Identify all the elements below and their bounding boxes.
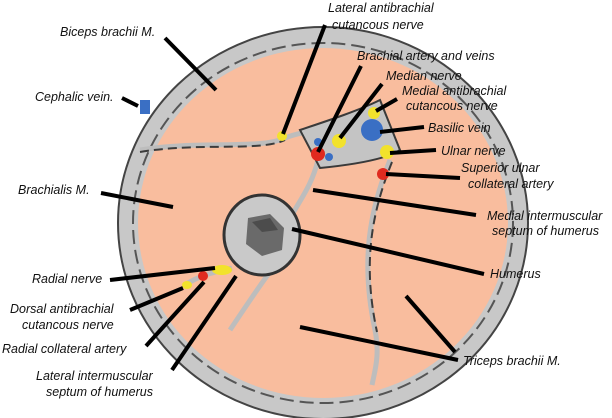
label-superior-ulnar-1: Superior ulnar	[461, 161, 540, 175]
skin-inner-edge	[132, 42, 514, 404]
leader-brachialis	[100, 191, 174, 209]
label-brachialis: Brachialis M.	[18, 183, 90, 197]
leader-triceps-2	[404, 294, 457, 354]
radial-collateral-artery-dot	[198, 271, 208, 281]
medial-compartment-line	[365, 159, 393, 386]
label-med-antibrachial-2: cutancous nerve	[406, 99, 498, 113]
humerus-marrow-dark	[252, 218, 278, 232]
leader-triceps-1	[299, 325, 459, 362]
radial-nerve-dot	[212, 265, 232, 275]
leader-medial-septum	[312, 188, 477, 217]
leader-median	[338, 82, 384, 140]
leader-ulnar	[389, 148, 437, 155]
label-cephalic-vein: Cephalic vein.	[35, 90, 114, 104]
leader-basilic	[379, 125, 425, 134]
leader-humerus	[291, 227, 485, 276]
label-radial-collateral: Radial collateral artery	[2, 342, 127, 356]
label-lat-antibrachial-2: cutancous nerve	[332, 18, 424, 32]
label-superior-ulnar-2: collateral artery	[468, 177, 554, 191]
label-radial-nerve: Radial nerve	[32, 272, 102, 286]
ulnar-nerve-dot	[380, 145, 394, 159]
cephalic-vein-dot	[140, 100, 150, 114]
leader-radial-nerve	[109, 266, 216, 282]
muscle-area	[138, 48, 508, 398]
label-humerus: Humerus	[490, 267, 541, 281]
label-ulnar-nerve: Ulnar nerve	[441, 144, 506, 158]
leader-radial-collateral	[144, 280, 206, 348]
label-biceps: Biceps brachii M.	[60, 25, 155, 39]
leader-dorsal-antibrachial	[129, 286, 184, 312]
leader-cephalic	[121, 96, 139, 108]
leader-biceps	[163, 36, 218, 92]
leader-superior-ulnar	[385, 172, 461, 180]
label-medial-septum-2: septum of humerus	[492, 224, 599, 238]
dorsal-antibrachial-nerve-dot	[182, 281, 192, 289]
label-basilic-vein: Basilic vein	[428, 121, 491, 135]
label-dorsal-antibrachial-2: cutancous nerve	[22, 318, 114, 332]
basilic-vein-dot	[361, 119, 383, 141]
leader-brachial-artery	[316, 65, 363, 153]
leader-lat-septum	[170, 274, 238, 372]
leader-med-antibrachial	[375, 97, 398, 113]
label-triceps: Triceps brachii M.	[463, 354, 561, 368]
label-med-antibrachial-1: Medial antibrachial	[402, 84, 507, 98]
label-lat-antibrachial-1: Lateral antibrachial	[328, 1, 435, 15]
biceps-brachialis-septum-edge	[139, 139, 286, 153]
label-median-nerve: Median nerve	[386, 69, 462, 83]
label-lateral-septum-1: Lateral intermuscular	[36, 369, 154, 383]
medial-compartment-line-edge	[368, 161, 393, 333]
label-dorsal-antibrachial-1: Dorsal antibrachial	[10, 302, 115, 316]
label-lateral-septum-2: septum of humerus	[46, 385, 153, 399]
superior-ulnar-artery-dot	[377, 168, 389, 180]
brachial-vein-dot-2	[325, 153, 333, 161]
leader-lat-antibrachial	[281, 24, 327, 135]
label-medial-septum-1: Medial intermuscular	[487, 209, 603, 223]
brachial-artery-dot	[311, 147, 325, 161]
label-brachial-artery: Brachial artery and veins	[357, 49, 495, 63]
